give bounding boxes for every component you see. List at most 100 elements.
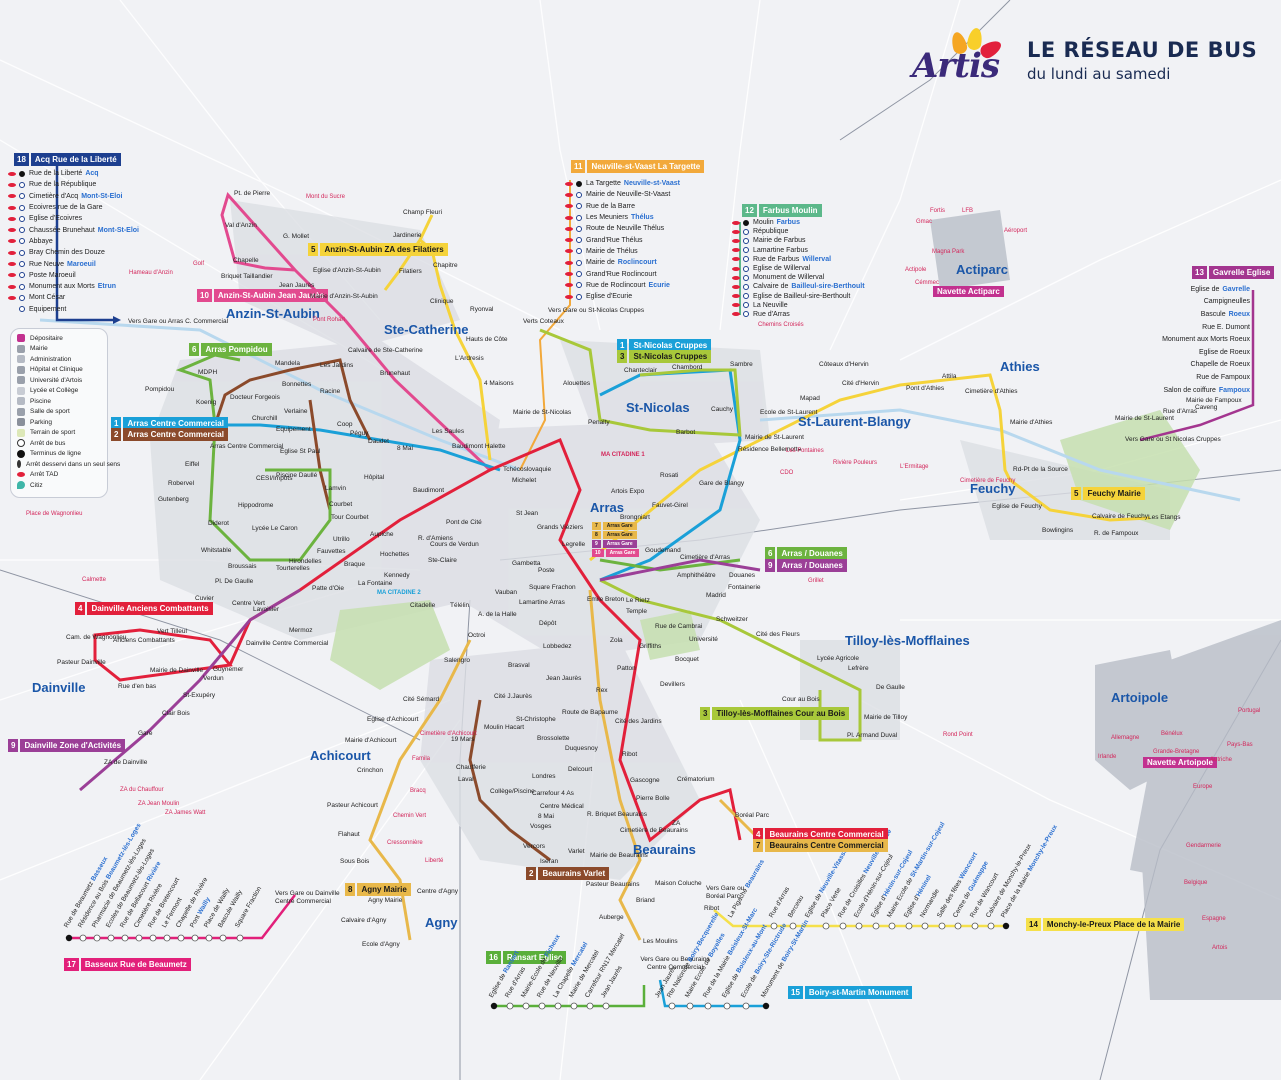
stop-item[interactable]: Chapelle de Roeux <box>1190 361 1250 369</box>
tad-point[interactable]: Hameau d'Anzin <box>129 270 173 276</box>
stop-label[interactable]: Tchécoslovaquie <box>503 466 552 473</box>
stop-label[interactable]: Citadelle <box>410 602 436 609</box>
stop-item[interactable]: La Neuville <box>732 301 865 310</box>
stop-label[interactable]: Côteaux d'Hervin <box>819 361 869 368</box>
stop-label[interactable]: Koenig <box>196 399 217 406</box>
stop-label[interactable]: Gascogne <box>630 777 660 784</box>
stop-label[interactable]: Vosges <box>530 823 552 830</box>
stop-label[interactable]: Auberge <box>599 914 624 921</box>
tad-point[interactable]: Pays-Bas <box>1227 742 1253 748</box>
stop-label[interactable]: Legrelle <box>562 541 586 548</box>
stop-label[interactable]: Pasteur Achicourt <box>327 802 378 809</box>
stop-label[interactable]: Résidence Bellemotte <box>738 446 802 453</box>
stop-label[interactable]: Grands Viéziers <box>537 524 584 531</box>
stop-label[interactable]: Piscine Daullé <box>276 472 318 479</box>
stop-label[interactable]: Griffiths <box>639 643 662 650</box>
stop-item[interactable]: Monument aux Morts Roeux <box>1162 336 1250 344</box>
stop-item[interactable]: Rue de Fampoux <box>1196 373 1250 381</box>
stop-label[interactable]: Aupiche <box>370 531 394 538</box>
stop-item[interactable]: Eglise d'Ecoivres <box>8 213 139 224</box>
stop-label[interactable]: Filatiers <box>399 268 422 275</box>
tad-point[interactable]: Cimetière d'Achicourt <box>420 731 477 737</box>
stop-label[interactable]: Vert Tilleul <box>157 628 187 635</box>
stop-label[interactable]: Centre Vert <box>232 600 265 607</box>
stop-label[interactable]: Hippodrome <box>238 502 274 509</box>
stop-label[interactable]: Les Moulins <box>643 938 678 945</box>
stop-label[interactable]: Clinique <box>430 298 454 305</box>
stop-label[interactable]: Agny Mairie <box>368 897 403 904</box>
stop-label[interactable]: Madrid <box>706 592 726 599</box>
line-15-badge[interactable]: 15 Boiry-st-Martin Monument <box>788 986 913 999</box>
tad-point[interactable]: Espagne <box>1202 916 1226 922</box>
line-18-badge[interactable]: 18 Acq Rue de la Liberté <box>14 153 121 166</box>
stop-label[interactable]: Schweitzer <box>716 616 748 623</box>
line-16-badge[interactable]: 16 Ransart Eglise <box>486 951 567 964</box>
stop-label[interactable]: La Fontaine <box>358 580 393 587</box>
stop-label[interactable]: Utrillo <box>333 536 350 543</box>
line-17-badge[interactable]: 17 Basseux Rue de Beaumetz <box>64 958 191 971</box>
stop-label[interactable]: Chambord <box>672 364 703 371</box>
stop-label[interactable]: Mairie de St-Nicolas <box>513 409 572 416</box>
stop-label[interactable]: Maison Coluche <box>655 880 702 887</box>
stop-label[interactable]: Clair Bois <box>162 710 190 717</box>
tad-point[interactable]: Cémmec <box>915 280 940 286</box>
tad-point[interactable]: Les Fontaines <box>786 448 824 454</box>
stop-item[interactable]: Rue d'Arras <box>732 310 865 319</box>
stop-label[interactable]: L'Ardresis <box>455 355 484 362</box>
tad-point[interactable]: Bracq <box>410 788 426 794</box>
tad-point[interactable]: Mont du Sucre <box>306 194 346 200</box>
stop-label[interactable]: Hôpital <box>364 474 385 481</box>
stop-label[interactable]: Mairie de St-Laurent <box>745 434 804 441</box>
stop-label[interactable]: Ribot <box>704 905 720 912</box>
stop-label[interactable]: Fauvettes <box>317 548 346 555</box>
stop-label[interactable]: R. de Fampoux <box>1094 530 1139 537</box>
stop-item[interactable]: Ecoivres rue de la Gare <box>8 202 139 213</box>
stop-label[interactable]: Verts Coteaux <box>523 318 564 325</box>
stop-label[interactable]: Tour Courbet <box>331 514 369 521</box>
tad-point[interactable]: Rond Point <box>943 732 973 738</box>
tad-point[interactable]: Gendarmerie <box>1186 843 1222 849</box>
tad-point[interactable]: Bénélux <box>1161 731 1183 737</box>
stop-label[interactable]: Briquet Taillandier <box>221 273 273 280</box>
stop-item[interactable]: Eglise de Roeux <box>1199 348 1250 356</box>
stop-label[interactable]: Pont de Cité <box>446 519 482 526</box>
stop-label[interactable]: Dépôt <box>539 620 557 627</box>
stop-item[interactable]: Grand'Rue Roclincourt <box>565 268 680 279</box>
stop-label[interactable]: Brossolette <box>537 735 570 742</box>
stop-label[interactable]: Octroi <box>468 632 486 639</box>
stop-label[interactable]: G. Mollet <box>283 233 310 240</box>
stop-label[interactable]: Racine <box>320 388 341 395</box>
stop-label[interactable]: Cité J.Jaurès <box>494 693 532 700</box>
stop-label[interactable]: Verlaine <box>284 408 308 415</box>
stop-label[interactable]: Laval <box>458 776 474 783</box>
stop-label[interactable]: Iseran <box>540 858 559 865</box>
stop-label[interactable]: Jean Jaurès <box>279 282 315 289</box>
stop-label[interactable]: Gutenberg <box>158 496 189 503</box>
stop-label[interactable]: Patte d'Oie <box>312 585 344 592</box>
line-13-badge[interactable]: 13 Gavrelle Eglise <box>1192 266 1275 279</box>
stop-label[interactable]: Flahaut <box>338 831 360 838</box>
line-12-badge[interactable]: 12 Farbus Moulin <box>742 204 822 217</box>
tad-point[interactable]: L'Ermitage <box>900 464 929 470</box>
stop-label[interactable]: Carrefour 4 As <box>532 790 574 797</box>
stop-label[interactable]: R. d'Amiens <box>418 535 453 542</box>
stop-label[interactable]: Equipement <box>276 426 311 433</box>
stop-label[interactable]: A. de la Halle <box>478 611 517 618</box>
stop-label[interactable]: Pont d'Athies <box>906 385 945 392</box>
stop-label[interactable]: 4 Maisons <box>484 380 514 387</box>
stop-label[interactable]: Centre Médical <box>540 803 584 810</box>
stop-label[interactable]: Devillers <box>660 681 685 688</box>
stop-label[interactable]: Université <box>689 636 718 643</box>
